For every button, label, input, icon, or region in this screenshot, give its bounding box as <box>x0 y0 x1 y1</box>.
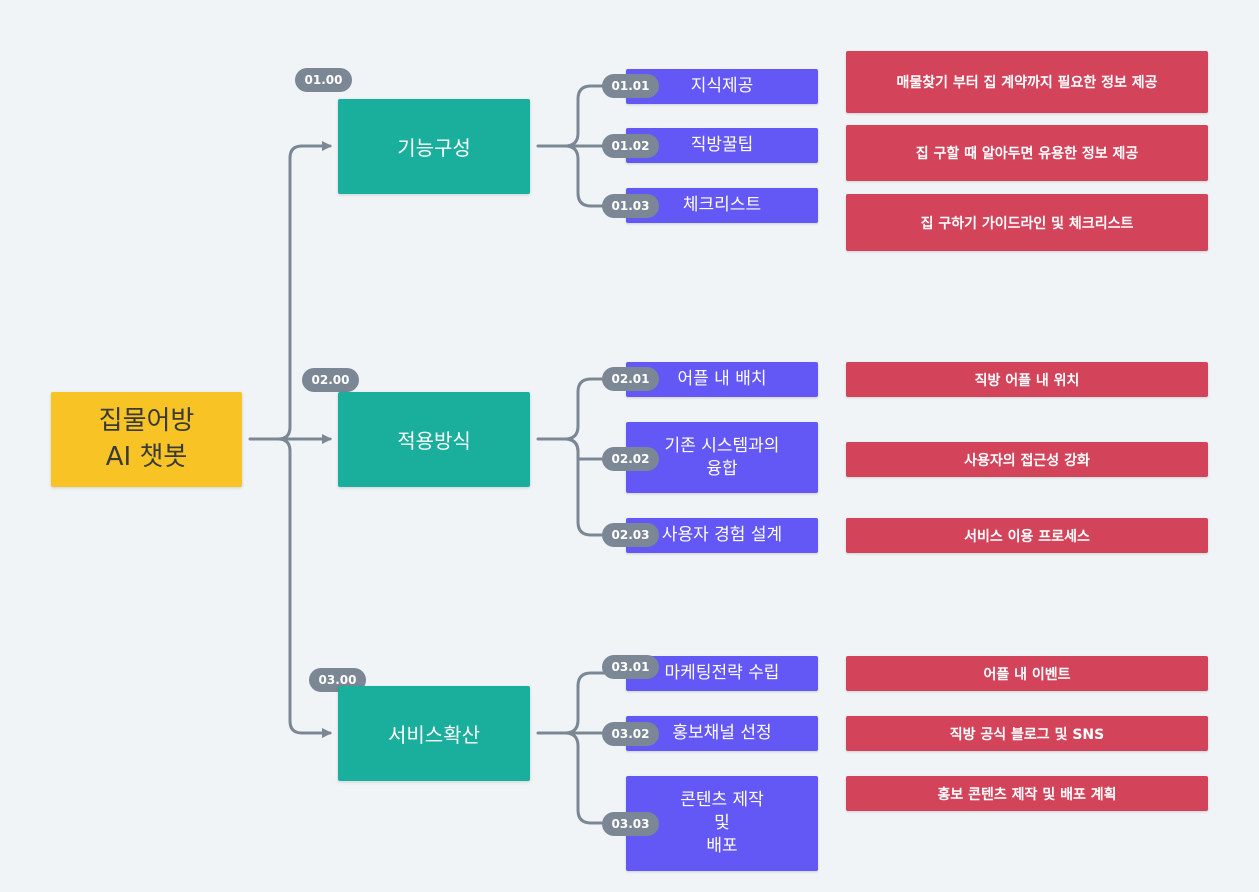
root-node: 집물어방 AI 챗봇 <box>51 392 242 487</box>
desc-node-3-2: 직방 공식 블로그 및 SNS <box>846 716 1208 751</box>
root-to-cat3-line <box>276 437 332 738</box>
sub-badge-3-3: 03.03 <box>602 812 659 836</box>
desc-node-1-2: 집 구할 때 알아두면 유용한 정보 제공 <box>846 125 1208 181</box>
category-node-1: 기능구성 <box>338 99 530 194</box>
sub-node-3-2: 홍보채널 선정 <box>626 716 818 751</box>
desc-node-3-3: 홍보 콘텐츠 제작 및 배포 계획 <box>846 776 1208 811</box>
desc-node-2-1: 직방 어플 내 위치 <box>846 362 1208 397</box>
sub-badge-2-3: 02.03 <box>602 523 659 547</box>
desc-node-2-3: 서비스 이용 프로세스 <box>846 518 1208 553</box>
sub-badge-3-1: 03.01 <box>602 655 659 679</box>
category-node-3: 서비스확산 <box>338 686 530 781</box>
desc-node-3-1: 어플 내 이벤트 <box>846 656 1208 691</box>
sub-badge-2-1: 02.01 <box>602 367 659 391</box>
sub-badge-1-3: 01.03 <box>602 194 659 218</box>
category-badge-3: 03.00 <box>309 668 366 692</box>
sub-badge-1-1: 01.01 <box>602 74 659 98</box>
category-badge-1: 01.00 <box>295 68 352 92</box>
desc-node-1-3: 집 구하기 가이드라인 및 체크리스트 <box>846 194 1208 251</box>
category-node-2: 적용방식 <box>338 392 530 487</box>
sub-badge-3-2: 03.02 <box>602 722 659 746</box>
desc-node-2-2: 사용자의 접근성 강화 <box>846 442 1208 477</box>
sub-node-1-2: 직방꿀팁 <box>626 128 818 163</box>
root-trunk-line <box>248 141 332 441</box>
sub-badge-2-2: 02.02 <box>602 447 659 471</box>
desc-node-1-1: 매물찾기 부터 집 계약까지 필요한 정보 제공 <box>846 51 1208 113</box>
category-badge-2: 02.00 <box>302 368 359 392</box>
sub-badge-1-2: 01.02 <box>602 134 659 158</box>
